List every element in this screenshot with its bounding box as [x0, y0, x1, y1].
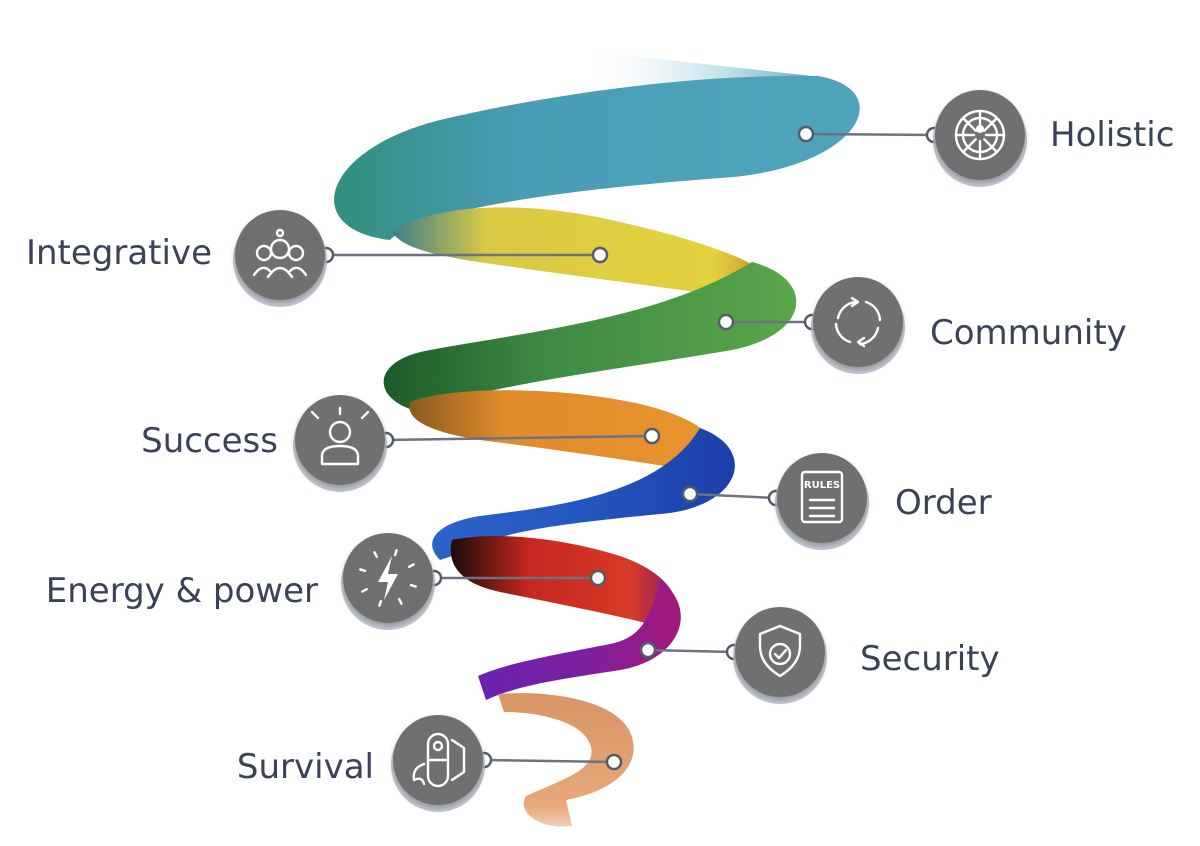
- spiral-ribbon: [334, 50, 860, 827]
- icon-badge: [735, 607, 825, 697]
- lightning-icon: [359, 549, 417, 607]
- ribbon-anchor-dot: [639, 641, 657, 659]
- leader-line: [689, 492, 777, 500]
- level-label: Success: [141, 421, 278, 461]
- icon-badge: [813, 277, 903, 367]
- survival-icon: [412, 732, 466, 788]
- ribbon-segment-integrative: [392, 207, 770, 300]
- ribbon-anchor-dot: [589, 569, 607, 587]
- level-label: Energy & power: [46, 571, 318, 611]
- ribbon-anchor-dot: [643, 427, 661, 445]
- cycle-arrows-icon: [834, 296, 882, 348]
- ribbon-segment-order: [432, 428, 735, 560]
- ribbon-segment-energy: [450, 535, 676, 624]
- shield-check-icon: [758, 624, 802, 678]
- ribbon-anchor-dot: [605, 753, 623, 771]
- level-label: Integrative: [26, 233, 212, 273]
- ribbon-anchor-dot: [717, 313, 735, 331]
- level-success: Success: [141, 395, 661, 492]
- ribbon-segment-security: [478, 580, 681, 700]
- people-group-icon: [252, 228, 308, 279]
- icon-badge: [777, 453, 867, 543]
- level-order: RULES Order: [681, 453, 992, 550]
- level-label: Holistic: [1050, 115, 1174, 155]
- leader-line: [805, 132, 935, 137]
- ribbon-anchor-dot: [591, 246, 609, 264]
- level-survival: Survival: [237, 715, 623, 812]
- level-label: Community: [930, 313, 1127, 353]
- ribbon-segment-community: [383, 262, 797, 412]
- leader-line: [647, 648, 735, 654]
- leader-line: [483, 758, 615, 764]
- level-holistic: Holistic: [797, 90, 1174, 187]
- level-energy-power: Energy & power: [46, 533, 607, 630]
- leader-line: [385, 434, 653, 442]
- icon-badge: [235, 210, 325, 300]
- level-security: Security: [639, 607, 1000, 704]
- level-community: Community: [717, 277, 1127, 374]
- icon-badge: [935, 90, 1025, 180]
- level-label: Order: [895, 483, 992, 523]
- level-label: Survival: [237, 747, 374, 787]
- ribbon-segment-success: [409, 390, 716, 470]
- ribbon-segment-holistic: [334, 75, 860, 240]
- person-icon: [310, 406, 370, 466]
- level-integrative: Integrative: [26, 210, 609, 307]
- ribbon-anchor-dot: [797, 125, 815, 143]
- level-label: Security: [860, 639, 1000, 679]
- rules-icon-text: RULES: [804, 480, 840, 491]
- rules-book-icon: RULES: [800, 470, 844, 524]
- holistic-wheel-icon: [954, 109, 1006, 161]
- ribbon-segment-survival: [498, 693, 634, 827]
- ribbon-anchor-dot: [681, 485, 699, 503]
